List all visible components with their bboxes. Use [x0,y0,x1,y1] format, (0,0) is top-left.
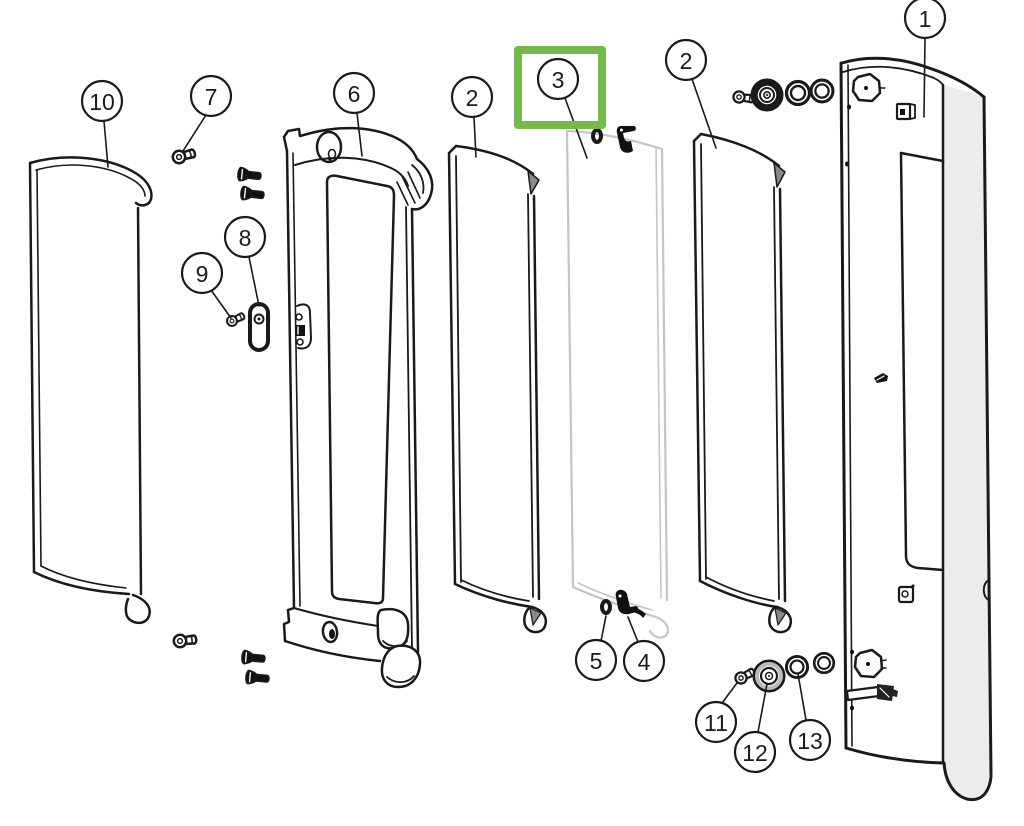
callout-circle[interactable] [694,700,738,744]
callout-number: 3 [552,67,565,93]
callout-leader-line [103,120,109,168]
callout-circle[interactable] [788,718,832,762]
callout-circle[interactable] [903,0,947,40]
callout-number: 9 [196,261,209,287]
callout-circle[interactable] [536,57,580,101]
callout-leader-line [691,78,717,149]
callout-number: 4 [638,649,651,675]
callout-number: 6 [348,81,361,107]
callout-circle[interactable] [574,638,618,682]
part-8-latch-capsule [248,302,270,352]
part-4-hook-clip-top [616,125,636,153]
callout-circle[interactable] [733,730,777,774]
countersunk-screws-top [236,166,266,203]
callout-number: 8 [239,225,252,251]
callout-6[interactable]: 6 [332,71,376,157]
callout-number: 1 [919,6,932,32]
part-10-side-panel [28,156,153,625]
callout-13[interactable]: 13 [788,673,832,762]
callout-number: 11 [704,710,728,736]
part-2-panel-right [692,132,793,634]
part-5-pin-bottom [600,599,612,615]
callout-leader-line [627,616,639,643]
hardware-top [731,78,835,112]
callout-number: 7 [205,84,218,110]
callout-circle[interactable] [622,639,666,683]
callout-leader-line [356,112,363,157]
callout-number: 5 [590,648,603,674]
callout-number: 2 [680,48,693,74]
callout-circle[interactable] [450,75,494,119]
callout-3[interactable]: 3 [536,57,588,159]
callout-10[interactable]: 10 [80,79,124,168]
callout-circle[interactable] [332,71,376,115]
callout-leader-line [600,615,607,642]
o-ring [809,78,835,104]
callout-2[interactable]: 2 [664,38,717,149]
callout-circle[interactable] [189,74,233,118]
callout-number: 13 [797,728,823,754]
callout-9[interactable]: 9 [180,251,232,319]
part-3-clear-panel [565,129,670,639]
callout-leader-line [721,682,738,704]
callout-circle[interactable] [80,79,124,123]
callout-5[interactable]: 5 [574,615,618,682]
roller-top [750,78,784,112]
part-6-frame [282,126,434,689]
callout-circle[interactable] [180,251,224,295]
callout-1[interactable]: 1 [903,0,947,118]
callout-8[interactable]: 8 [223,215,267,307]
callout-leader-line [182,114,207,152]
part-12-roller [752,659,786,693]
callout-leader-line [210,289,232,319]
part-2-panel-left [447,144,548,634]
callout-2[interactable]: 2 [450,75,494,158]
callout-4[interactable]: 4 [622,616,666,683]
part-5-pin-top [591,128,603,144]
callout-7[interactable]: 7 [182,74,233,152]
callout-leader-line [923,37,926,118]
callout-leader-line [797,673,807,721]
callout-leader-line [473,116,477,158]
callout-circle[interactable] [223,215,267,259]
callout-11[interactable]: 11 [694,682,738,744]
callout-leader-line [248,256,260,307]
hardware-bottom [732,651,836,693]
callout-number: 12 [742,740,768,766]
callout-number: 2 [466,85,479,111]
callout-number: 10 [89,89,115,115]
part-1-main-panel [839,56,993,802]
callout-12[interactable]: 12 [733,683,777,774]
screws-bottom-left [171,631,271,687]
part-4-hook-clip-bottom [615,589,646,618]
selected-part-highlight-box [514,46,606,129]
callout-leader-line [757,683,768,733]
part-13-o-ring [812,651,836,675]
o-ring [784,79,812,107]
part-13-o-ring [784,654,810,680]
callout-circle[interactable] [664,38,708,82]
